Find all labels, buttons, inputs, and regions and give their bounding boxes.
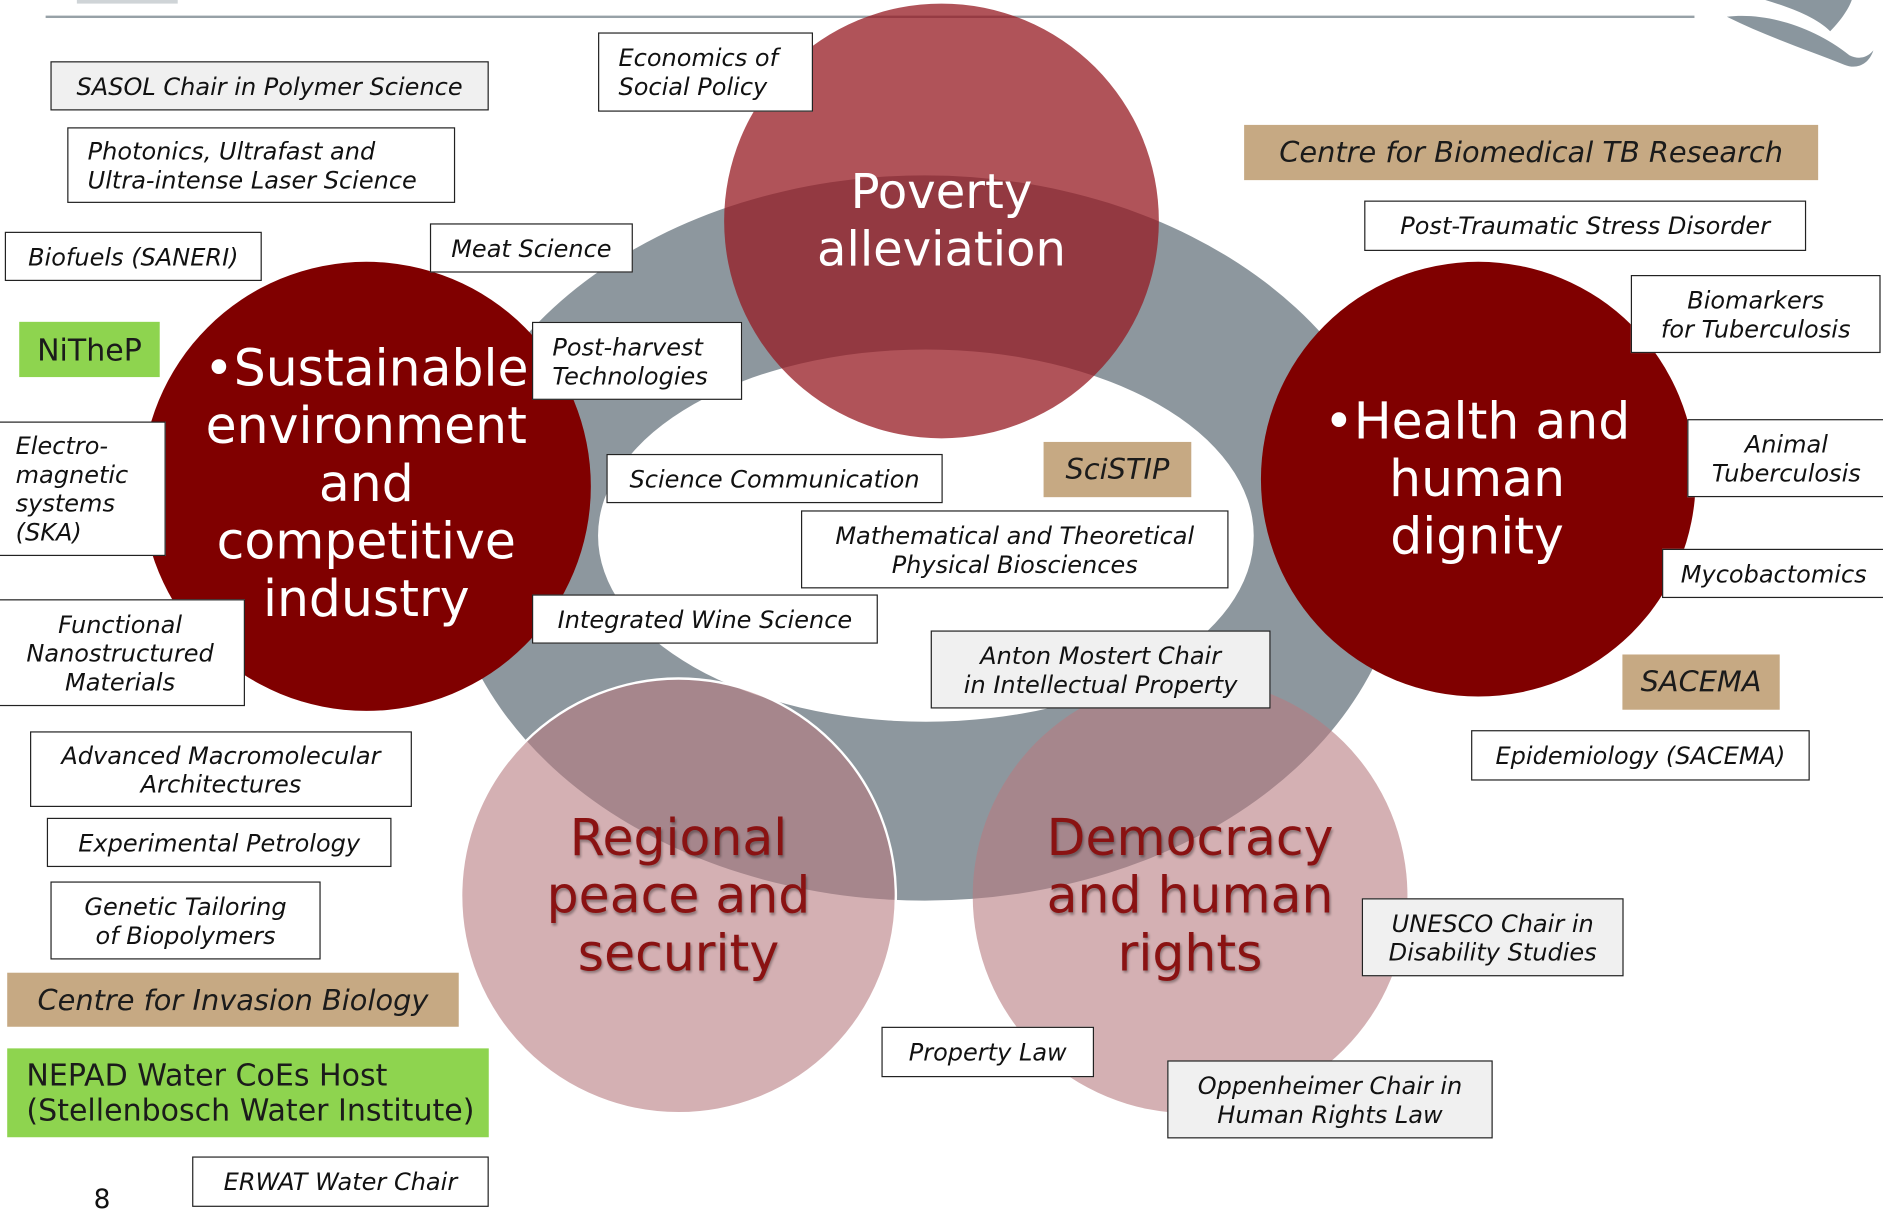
label-nepad: NEPAD Water CoEs Host (Stellenbosch Wate…: [7, 1048, 489, 1138]
label-electro: Electro- magnetic systems (SKA): [0, 421, 166, 557]
label-property: Property Law: [881, 1026, 1095, 1078]
label-invasion: Centre for Invasion Biology: [7, 972, 459, 1027]
label-economics: Economics of Social Policy: [598, 32, 814, 112]
label-math: Mathematical and Theoretical Physical Bi…: [800, 510, 1229, 589]
poverty-circle: [724, 3, 1159, 439]
label-meat: Meat Science: [429, 223, 633, 273]
label-unesco: UNESCO Chair in Disability Studies: [1361, 898, 1624, 977]
label-erwat: ERWAT Water Chair: [192, 1156, 489, 1207]
label-oppenheimer: Oppenheimer Chair in Human Rights Law: [1167, 1060, 1493, 1139]
label-advanced: Advanced Macromolecular Architectures: [30, 731, 412, 807]
label-genetic: Genetic Tailoring of Biopolymers: [50, 881, 321, 960]
label-scistip: SciSTIP: [1043, 441, 1192, 498]
theme-regional: Regional peace and security: [546, 808, 811, 983]
theme-sustainable: •Sustainable environment and competitive…: [203, 338, 529, 629]
label-nithep: NiTheP: [19, 321, 160, 378]
label-petrology: Experimental Petrology: [46, 817, 392, 868]
label-sacema: SACEMA: [1622, 654, 1780, 710]
health-circle: [1260, 261, 1696, 697]
label-wine: Integrated Wine Science: [531, 594, 878, 644]
label-postharvest: Post-harvest Technologies: [531, 321, 743, 400]
header-tab: [76, 0, 178, 4]
regional-circle: [459, 677, 898, 1115]
label-ptsd: Post-Traumatic Stress Disorder: [1364, 200, 1807, 251]
label-functional: Functional Nanostructured Materials: [0, 599, 245, 707]
label-scicomm: Science Communication: [606, 453, 943, 504]
sustainable-circle: [141, 261, 591, 711]
label-epidemiology: Epidemiology (SACEMA): [1471, 730, 1810, 781]
label-animal-tb: Animal Tuberculosis: [1687, 419, 1883, 498]
label-biomarkers: Biomarkers for Tuberculosis: [1630, 275, 1881, 354]
democracy-circle: [972, 678, 1408, 1114]
label-sasol: SASOL Chair in Polymer Science: [50, 61, 489, 111]
label-tb-centre: Centre for Biomedical TB Research: [1244, 124, 1819, 181]
theme-poverty: Poverty alleviation: [817, 164, 1066, 278]
page-number: 8: [93, 1185, 111, 1215]
leaf-logo: [1726, 0, 1874, 67]
label-myco: Mycobactomics: [1662, 548, 1883, 599]
label-mostert: Anton Mostert Chair in Intellectual Prop…: [930, 630, 1271, 709]
label-biofuels: Biofuels (SANERI): [4, 231, 262, 282]
theme-democracy: Democracy and human rights: [1046, 808, 1334, 983]
theme-health: •Health and human dignity: [1323, 391, 1631, 566]
label-photonics: Photonics, Ultrafast and Ultra-intense L…: [67, 127, 456, 203]
